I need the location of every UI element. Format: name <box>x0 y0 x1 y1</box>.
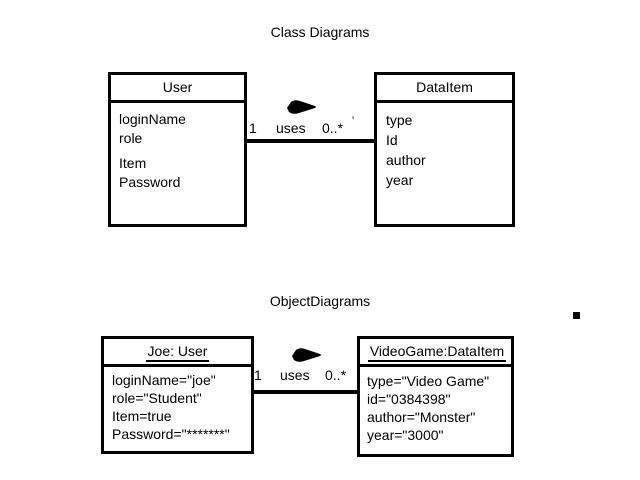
object-slot: loginName="joe" <box>112 372 216 388</box>
class-name-user-text: User <box>162 79 193 95</box>
object-target-multiplicity: 0..* <box>325 367 347 383</box>
object-slot: id="0384398" <box>367 391 451 407</box>
class-association-line <box>246 139 376 143</box>
class-attribute: author <box>386 152 426 168</box>
object-box-joe-user[interactable]: Joe: User loginName="joe" role="Student"… <box>101 336 254 454</box>
class-attributes-dataitem: type Id author year <box>377 103 512 190</box>
class-name-dataitem-text: DataItem <box>416 79 473 95</box>
class-attribute: year <box>386 172 414 188</box>
class-target-multiplicity: 0..* <box>322 120 344 136</box>
object-slots-joe-user: loginName="joe" role="Student" Item=true… <box>104 367 251 443</box>
object-slot: type="Video Game" <box>367 373 490 389</box>
class-association-tick: ' <box>352 115 355 127</box>
object-association-line <box>250 390 362 394</box>
class-attribute: Id <box>386 132 398 148</box>
class-diagrams-heading: Class Diagrams <box>270 24 370 40</box>
object-slot: year="3000" <box>367 427 444 443</box>
class-attribute: Password <box>119 174 181 190</box>
object-slot: Item=true <box>112 408 172 424</box>
class-name-user: User <box>111 75 244 103</box>
class-attributes-user: loginName role Item Password <box>111 103 244 192</box>
object-slot: author="Monster" <box>367 409 476 425</box>
object-name-joe-user: Joe: User <box>104 339 251 367</box>
object-slot: Password="*******" <box>112 426 230 442</box>
class-association-label: uses <box>276 120 306 136</box>
object-diagrams-heading: ObjectDiagrams <box>269 293 371 309</box>
object-source-multiplicity: 1 <box>254 367 262 383</box>
stray-dot-marker <box>573 312 580 319</box>
class-attribute: Item <box>119 155 147 171</box>
object-slots-videogame-dataitem: type="Video Game" id="0384398" author="M… <box>360 367 511 444</box>
object-name-videogame-dataitem: VideoGame:DataItem <box>360 339 511 367</box>
object-slot: role="Student" <box>112 390 202 406</box>
object-box-videogame-dataitem[interactable]: VideoGame:DataItem type="Video Game" id=… <box>357 336 514 457</box>
class-attribute: role <box>119 130 143 146</box>
object-name-joe-user-text: Joe: User <box>145 343 210 362</box>
object-name-videogame-dataitem-text: VideoGame:DataItem <box>367 343 507 362</box>
object-association-label: uses <box>280 367 310 383</box>
class-name-dataitem: DataItem <box>377 75 512 103</box>
class-box-dataitem[interactable]: DataItem type Id author year <box>374 72 515 227</box>
class-attribute: type <box>386 112 413 128</box>
class-box-user[interactable]: User loginName role Item Password <box>108 72 247 227</box>
class-attribute: loginName <box>119 111 186 127</box>
class-source-multiplicity: 1 <box>249 120 257 136</box>
